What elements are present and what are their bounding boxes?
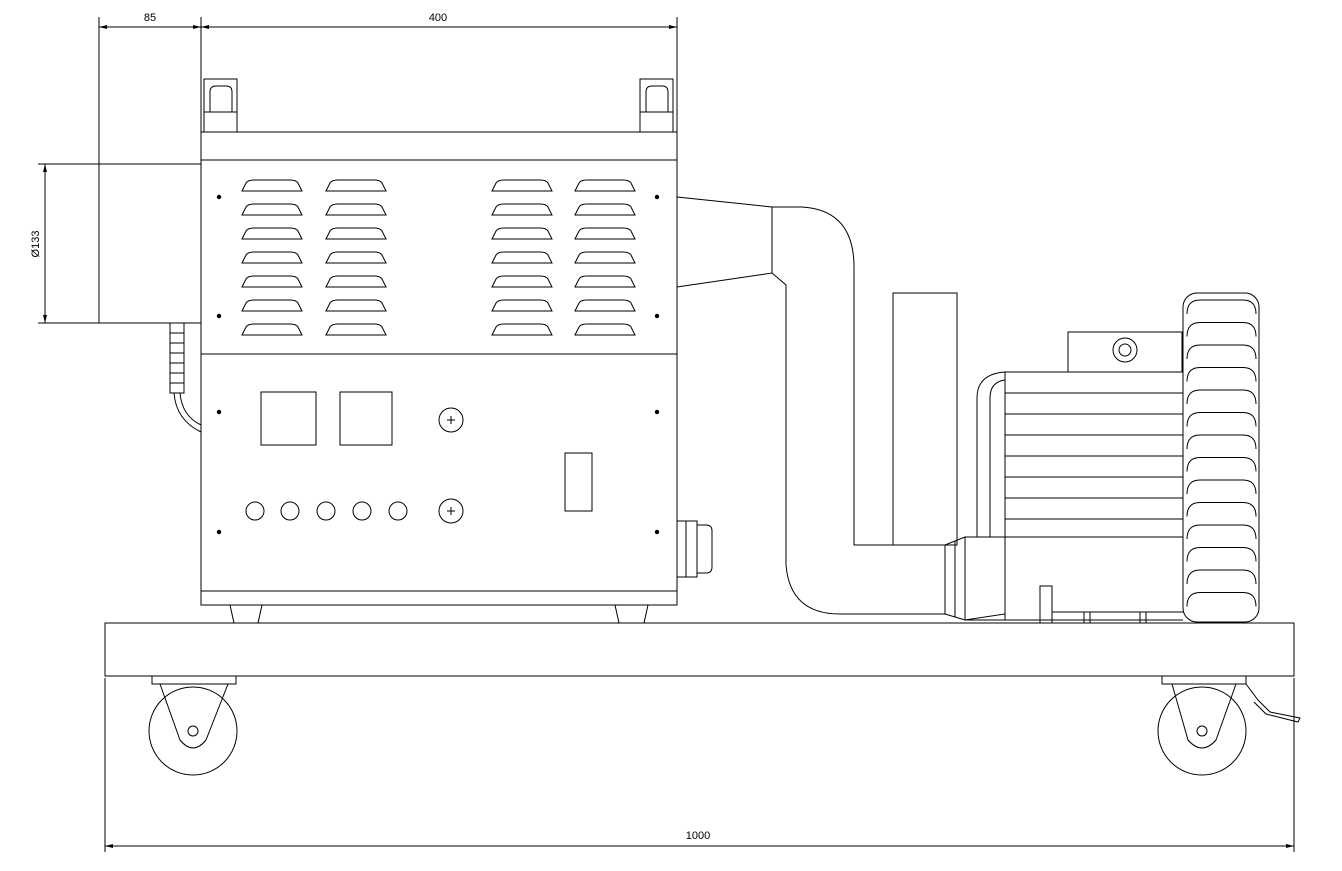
- impeller-ring: [1186, 367, 1257, 382]
- screw: [654, 409, 660, 415]
- dimension-85: 85: [98, 12, 202, 165]
- handle-left: [203, 78, 238, 133]
- blower-motor: [944, 331, 1184, 624]
- dim-label-400: 400: [429, 12, 447, 24]
- impeller-ring: [1186, 322, 1257, 337]
- dimension-diameter-133: Ø133: [30, 163, 99, 324]
- vent-louver: [241, 179, 303, 192]
- handle-right: [639, 78, 674, 133]
- caster-right: [1157, 675, 1301, 776]
- vent-louver: [574, 275, 636, 288]
- impeller-ring: [1186, 412, 1257, 427]
- terminal-box: [1067, 331, 1183, 373]
- screw: [216, 194, 222, 200]
- vent-louver: [574, 323, 636, 336]
- vent-louver: [574, 203, 636, 216]
- impeller-ring: [1186, 299, 1257, 315]
- screw: [654, 194, 660, 200]
- vent-louver: [241, 275, 303, 288]
- cabinet-bottom-skirt: [200, 590, 678, 606]
- vent-louver: [491, 323, 553, 336]
- vent-louver: [325, 323, 387, 336]
- cable-gland: [676, 520, 713, 578]
- vent-louver: [491, 275, 553, 288]
- base-frame: [104, 622, 1295, 677]
- impeller-ring: [1186, 389, 1257, 405]
- impeller-ring: [1186, 592, 1257, 607]
- vent-louver: [241, 299, 303, 312]
- indicator-lamps: [245, 501, 408, 521]
- dim-label-diameter-133: Ø133: [30, 231, 42, 258]
- inlet-nozzle: [98, 163, 202, 324]
- cabinet-upper-panel: [200, 159, 678, 355]
- screw: [216, 313, 222, 319]
- filter-housing: [892, 292, 958, 546]
- dim-label-1000: 1000: [686, 830, 710, 842]
- display-window-right: [339, 391, 393, 446]
- display-window-left: [260, 391, 317, 446]
- main-switch[interactable]: [564, 452, 593, 512]
- vent-louver: [325, 203, 387, 216]
- blower-impeller-housing: [1182, 292, 1260, 623]
- panel-screws: [216, 194, 660, 535]
- screw: [654, 529, 660, 535]
- vent-louver: [491, 203, 553, 216]
- cabinet-top-lid: [200, 131, 678, 161]
- vent-louver: [325, 179, 387, 192]
- impeller-ring: [1186, 457, 1257, 472]
- impeller-ring: [1186, 344, 1257, 360]
- vent-louver: [241, 323, 303, 336]
- impeller-ring: [1186, 479, 1257, 495]
- vent-louver: [574, 227, 636, 240]
- vent-louver: [574, 179, 636, 192]
- vent-louvers: [241, 179, 636, 336]
- vent-louver: [491, 251, 553, 264]
- vent-louver: [574, 299, 636, 312]
- control-knob-top[interactable]: [438, 407, 464, 433]
- cabinet-lower-panel: [200, 353, 678, 592]
- screw: [654, 313, 660, 319]
- impeller-ring: [1186, 569, 1257, 585]
- vent-louver: [574, 251, 636, 264]
- vent-louver: [491, 299, 553, 312]
- caster-left: [148, 675, 238, 776]
- impeller-ring: [1186, 434, 1257, 450]
- vent-louver: [325, 299, 387, 312]
- dim-label-85: 85: [144, 12, 156, 24]
- vent-louver: [491, 227, 553, 240]
- impeller-ring: [1186, 502, 1257, 517]
- motor-mount: [1039, 585, 1053, 624]
- screw: [216, 529, 222, 535]
- vent-louver: [325, 227, 387, 240]
- impeller-ring: [1186, 547, 1257, 562]
- air-duct: [676, 196, 946, 615]
- vent-louver: [241, 251, 303, 264]
- vent-louver: [325, 251, 387, 264]
- dimension-400: 400: [201, 12, 678, 132]
- control-knob-bottom[interactable]: [438, 498, 464, 524]
- dimension-1000: 1000: [104, 678, 1295, 852]
- screw: [216, 409, 222, 415]
- vent-louver: [241, 203, 303, 216]
- cabinet-feet: [229, 604, 649, 624]
- vent-louver: [241, 227, 303, 240]
- power-cable: [169, 322, 202, 433]
- impeller-ring: [1186, 524, 1257, 540]
- vent-louver: [491, 179, 553, 192]
- vent-louver: [325, 275, 387, 288]
- caster-brake-pedal: [1245, 683, 1301, 723]
